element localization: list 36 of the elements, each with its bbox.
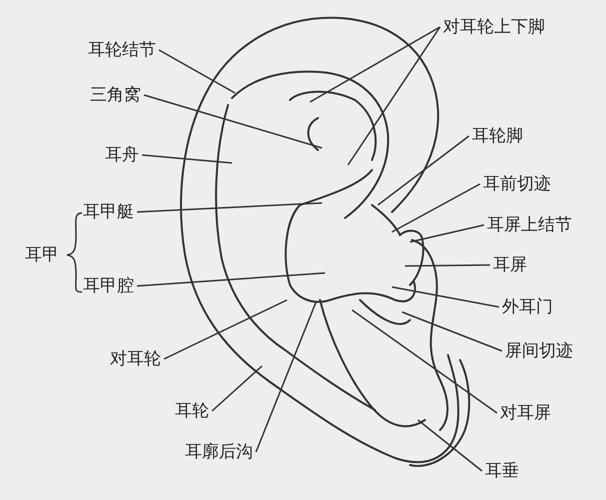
leader-line: [136, 202, 322, 213]
leader-line: [378, 135, 470, 206]
part-label: 三角窝: [90, 85, 141, 105]
leader-line: [255, 302, 317, 452]
part-label: 耳舟: [105, 145, 139, 165]
leader-line: [212, 365, 262, 412]
part-label: 对耳屏: [500, 403, 551, 423]
part-label: 耳垂: [485, 461, 519, 481]
leader-line: [347, 26, 441, 166]
part-label: 耳甲艇: [83, 202, 134, 222]
leader-line: [402, 311, 502, 352]
part-label: 耳轮脚: [472, 126, 523, 146]
part-label: 对耳轮: [110, 349, 161, 369]
leader-line: [310, 26, 440, 103]
leader-line: [410, 224, 484, 243]
leader-line: [164, 299, 288, 360]
leader-line: [158, 49, 236, 94]
leader-line: [392, 286, 500, 308]
leader-line: [404, 264, 490, 267]
part-label: 耳廓后沟: [185, 442, 253, 462]
leader-line: [352, 309, 498, 414]
part-label: 耳前切迹: [483, 174, 551, 194]
leader-line: [144, 94, 322, 149]
group-label: 耳甲: [25, 245, 59, 265]
leader-line: [418, 419, 482, 472]
part-label: 耳屏: [493, 255, 527, 275]
part-label: 屏间切迹: [505, 341, 573, 361]
leader-line: [136, 272, 326, 287]
part-label: 耳屏上结节: [487, 215, 572, 235]
part-label: 外耳门: [502, 297, 553, 317]
part-label: 耳甲腔: [83, 276, 134, 296]
part-label: 对耳轮上下脚: [443, 17, 545, 37]
part-label: 耳轮: [175, 401, 209, 421]
part-label: 耳轮结节: [88, 40, 156, 60]
leader-line: [392, 183, 480, 233]
leader-line: [142, 154, 232, 164]
